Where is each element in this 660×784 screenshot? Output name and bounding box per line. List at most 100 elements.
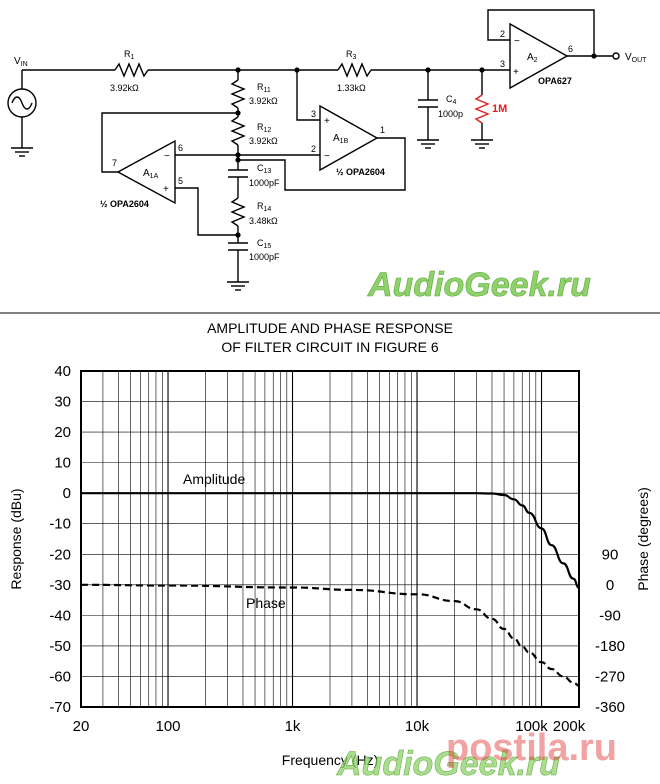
phase-series-line	[80, 583, 580, 687]
x-axis-label: Frequency (Hz)	[282, 752, 378, 768]
phase-tick-label: 90	[602, 546, 619, 563]
wire-a2-feedback	[487, 9, 595, 56]
r14-label: R14	[257, 201, 271, 213]
a1b-pin2: 2	[311, 144, 316, 154]
watermark-text: AudioGeek.ru	[367, 266, 591, 304]
x-tick-label: 100k	[515, 718, 548, 735]
wire-a1a-plus	[175, 187, 238, 236]
amplitude-series-label: Amplitude	[183, 471, 245, 487]
a1a-minus: −	[164, 151, 170, 162]
y-tick-label: -20	[49, 546, 71, 563]
a2-plus: +	[513, 67, 519, 78]
c13-label: C13	[257, 163, 271, 175]
a2-pin3: 3	[500, 59, 505, 69]
a2-minus: −	[514, 36, 520, 47]
c15-capacitor-icon	[228, 242, 248, 251]
c15-label: C15	[257, 238, 271, 250]
r12-value: 3.92kΩ	[249, 136, 278, 146]
chart-ticks: 403020100-10-20-30-40-50-60-70900-90-180…	[49, 363, 625, 735]
wire-a1a-out	[101, 112, 238, 173]
vout-label: VOUT	[625, 52, 647, 64]
watermark-postila: postila.ru	[446, 727, 617, 769]
a1b-plus: +	[324, 116, 330, 127]
ground-1m-icon	[471, 139, 493, 149]
c13-capacitor-icon	[228, 169, 248, 178]
y-tick-label: -40	[49, 607, 71, 624]
a1b-part: ½ OPA2604	[336, 167, 385, 177]
y-tick-label: 30	[54, 394, 71, 411]
a1a-plus: +	[163, 184, 169, 195]
amplitude-series-line	[81, 492, 580, 589]
r3-resistor-icon	[337, 62, 372, 78]
phase-tick-label: -360	[595, 699, 625, 716]
ground-c15-icon	[227, 281, 249, 291]
phase-tick-label: -90	[599, 607, 621, 624]
c13-value: 1000pF	[249, 178, 280, 188]
y-tick-label: -30	[49, 577, 71, 594]
phase-tick-label: -270	[595, 668, 625, 685]
a1b-pin3: 3	[311, 109, 316, 119]
watermark-text-bottom: AudioGeek.ru	[336, 745, 560, 779]
y-tick-label: 0	[63, 485, 71, 502]
r14-resistor-icon	[230, 197, 246, 227]
r1-label: R1	[124, 49, 135, 61]
phase-tick-label: -180	[595, 638, 625, 655]
x-tick-label: 20	[73, 718, 90, 735]
ground-c4-icon	[417, 139, 439, 149]
a1a-label: A1A	[143, 168, 159, 180]
junction-dots	[235, 53, 597, 238]
phase-tick-label: 0	[606, 577, 614, 594]
c4-label: C4	[446, 94, 457, 106]
r12-resistor-icon	[230, 116, 246, 146]
vin-source-icon	[7, 70, 37, 148]
r3-label: R3	[346, 49, 357, 61]
opamp-a1a-icon	[116, 139, 176, 205]
y-tick-label: -50	[49, 638, 71, 655]
c15-value: 1000pF	[249, 252, 280, 262]
a1b-minus: −	[324, 151, 330, 162]
phase-series-label: Phase	[246, 595, 286, 611]
opamp-a2-icon	[509, 22, 569, 90]
ground-vin-icon	[11, 147, 33, 157]
a1a-part: ½ OPA2604	[100, 199, 149, 209]
r12-label: R12	[257, 122, 271, 134]
y-tick-label: -60	[49, 668, 71, 685]
r11-label: R11	[257, 82, 271, 94]
y-tick-label: -70	[49, 699, 71, 716]
y-tick-label: 40	[54, 363, 71, 380]
wire-a1b-plus	[296, 70, 320, 121]
y-tick-label: -10	[49, 516, 71, 533]
r-1m-value: 1M	[492, 103, 507, 115]
c4-capacitor-icon	[418, 99, 438, 108]
vout-terminal-icon	[612, 52, 620, 60]
x-tick-label: 1k	[285, 718, 301, 735]
a1b-label: A1B	[333, 133, 349, 145]
vin-label: VIN	[14, 56, 28, 68]
r3-value: 1.33kΩ	[337, 83, 366, 93]
r14-value: 3.48kΩ	[249, 216, 278, 226]
c4-value: 1000p	[438, 109, 463, 119]
opamp-a1b-icon	[319, 104, 379, 172]
wire-a1b-out	[238, 137, 406, 191]
chart-series	[80, 492, 580, 687]
chart-title-line1: AMPLITUDE AND PHASE RESPONSE	[207, 320, 453, 336]
x-tick-label: 200k	[553, 718, 586, 735]
y-axis-right-label: Phase (degrees)	[635, 487, 651, 591]
r-1m-resistor-icon	[474, 94, 490, 124]
a1a-pin6: 6	[178, 143, 183, 153]
a1a-pin5: 5	[178, 176, 183, 186]
y-axis-left-label: Response (dBu)	[8, 488, 24, 589]
x-tick-label: 100	[156, 718, 181, 735]
schematic-labels: VIN VOUT R1 3.92kΩ R3 1.33kΩ R11 3.92kΩ …	[14, 29, 647, 262]
a1a-pin7: 7	[112, 158, 117, 168]
a2-pin6: 6	[568, 44, 573, 54]
plot-frame	[80, 370, 580, 708]
y-tick-label: 20	[54, 424, 71, 441]
r1-resistor-icon	[114, 62, 149, 78]
r11-resistor-icon	[230, 79, 246, 109]
chart-title-line2: OF FILTER CIRCUIT IN FIGURE 6	[221, 339, 438, 355]
y-tick-label: 10	[54, 455, 71, 472]
chart: AMPLITUDE AND PHASE RESPONSE OF FILTER C…	[8, 320, 651, 768]
